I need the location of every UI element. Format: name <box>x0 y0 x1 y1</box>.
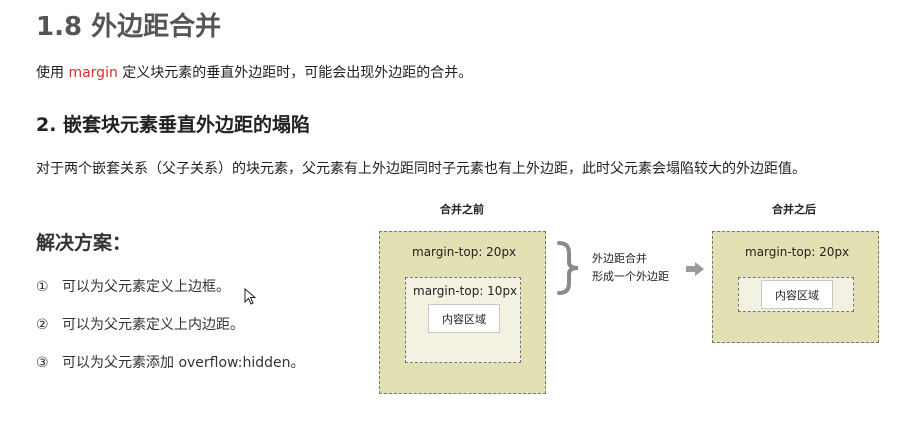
before-label: 合并之前 <box>440 203 484 216</box>
content-area-before: 内容区域 <box>428 304 500 333</box>
solution-text: 可以为父元素定义上内边距。 <box>62 317 244 333</box>
solution-number: ② <box>36 317 49 333</box>
merged-margin-label: margin-top: 20px <box>745 245 850 259</box>
child-margin-label: margin-top: 10px <box>413 284 518 298</box>
merge-line-2: 形成一个外边距 <box>592 270 669 283</box>
solution-text: 可以为父元素添加 overflow:hidden。 <box>62 355 305 371</box>
solution-number: ③ <box>36 355 49 371</box>
solution-item-3: ③ 可以为父元素添加 overflow:hidden。 <box>36 352 304 372</box>
arrow-right-icon <box>686 262 704 276</box>
child-box-before: margin-top: 10px 内容区域 <box>405 277 521 363</box>
intro-paragraph: 使用 margin 定义块元素的垂直外边距时，可能会出现外边距的合并。 <box>36 62 472 82</box>
child-box-after: 内容区域 <box>738 277 854 312</box>
description-paragraph: 对于两个嵌套关系（父子关系）的块元素，父元素有上外边距同时子元素也有上外边距，此… <box>36 161 806 177</box>
intro-text-before: 使用 <box>36 65 69 81</box>
curly-brace-icon <box>557 241 579 295</box>
after-label: 合并之后 <box>772 203 816 216</box>
merge-line-1: 外边距合并 <box>592 252 647 265</box>
merge-explanation: 外边距合并 形成一个外边距 <box>592 250 669 286</box>
solution-item-2: ② 可以为父元素定义上内边距。 <box>36 314 244 334</box>
intro-text-after: 定义块元素的垂直外边距时，可能会出现外边距的合并。 <box>117 65 473 81</box>
section-heading: 2. 嵌套块元素垂直外边距的塌陷 <box>36 114 311 136</box>
parent-margin-label: margin-top: 20px <box>412 245 517 259</box>
solutions-title: 解决方案： <box>36 232 132 254</box>
mouse-cursor-icon <box>244 288 257 305</box>
solution-item-1: ① 可以为父元素定义上边框。 <box>36 276 230 296</box>
solution-number: ① <box>36 279 49 295</box>
parent-box-before: margin-top: 20px margin-top: 10px 内容区域 <box>379 231 546 394</box>
page-title: 1.8 外边距合并 <box>36 12 222 42</box>
solution-text: 可以为父元素定义上边框。 <box>62 279 230 295</box>
margin-keyword: margin <box>68 65 118 81</box>
content-area-after: 内容区域 <box>761 280 833 309</box>
parent-box-after: margin-top: 20px 内容区域 <box>712 231 879 343</box>
